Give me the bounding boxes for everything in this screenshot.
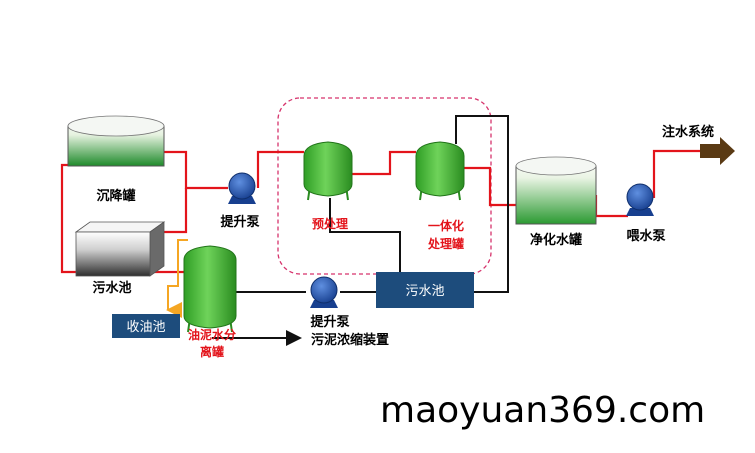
sewage-pool-left — [74, 221, 166, 277]
separator-tank — [183, 245, 237, 333]
sewage-pool-left-label: 污水池 — [92, 280, 131, 296]
oil-flow-line — [166, 239, 188, 318]
integrated-tank-label-1: 一体化 — [428, 218, 464, 233]
sewage-pool-box — [376, 272, 474, 308]
pretreatment-tank — [303, 141, 353, 201]
settling-tank-label: 沉降罐 — [96, 188, 135, 204]
sludge-thickener-label: 污泥浓缩装置 — [311, 332, 389, 348]
lift-pump-top — [228, 172, 256, 204]
feed-pump — [626, 183, 654, 216]
integrated-tank-label-2: 处理罐 — [427, 236, 464, 251]
oil-collection-box — [112, 314, 180, 338]
integrated-tank — [415, 141, 465, 201]
purified-tank-label: 净化水罐 — [530, 232, 582, 248]
purified-water-tank — [515, 156, 597, 225]
feed-pump-label: 喂水泵 — [626, 228, 665, 244]
lift-pump-bottom — [310, 276, 338, 308]
watermark: maoyuan369.com — [380, 390, 705, 431]
sewage-pool-box-label: 污水池 — [405, 284, 444, 299]
injection-system-label: 注水系统 — [662, 124, 714, 140]
pretreatment-label: 预处理 — [312, 216, 348, 231]
injection-arrow-icon — [700, 137, 735, 165]
lift-pump-bottom-label: 提升泵 — [310, 314, 349, 330]
oil-collection-label: 收油池 — [126, 320, 165, 335]
settling-tank — [67, 115, 165, 167]
lift-pump-top-label: 提升泵 — [220, 214, 259, 230]
secondary-flow-lines — [212, 115, 509, 346]
separator-label-2: 离罐 — [200, 344, 224, 359]
separator-label-1: 油泥水分 — [188, 327, 236, 342]
